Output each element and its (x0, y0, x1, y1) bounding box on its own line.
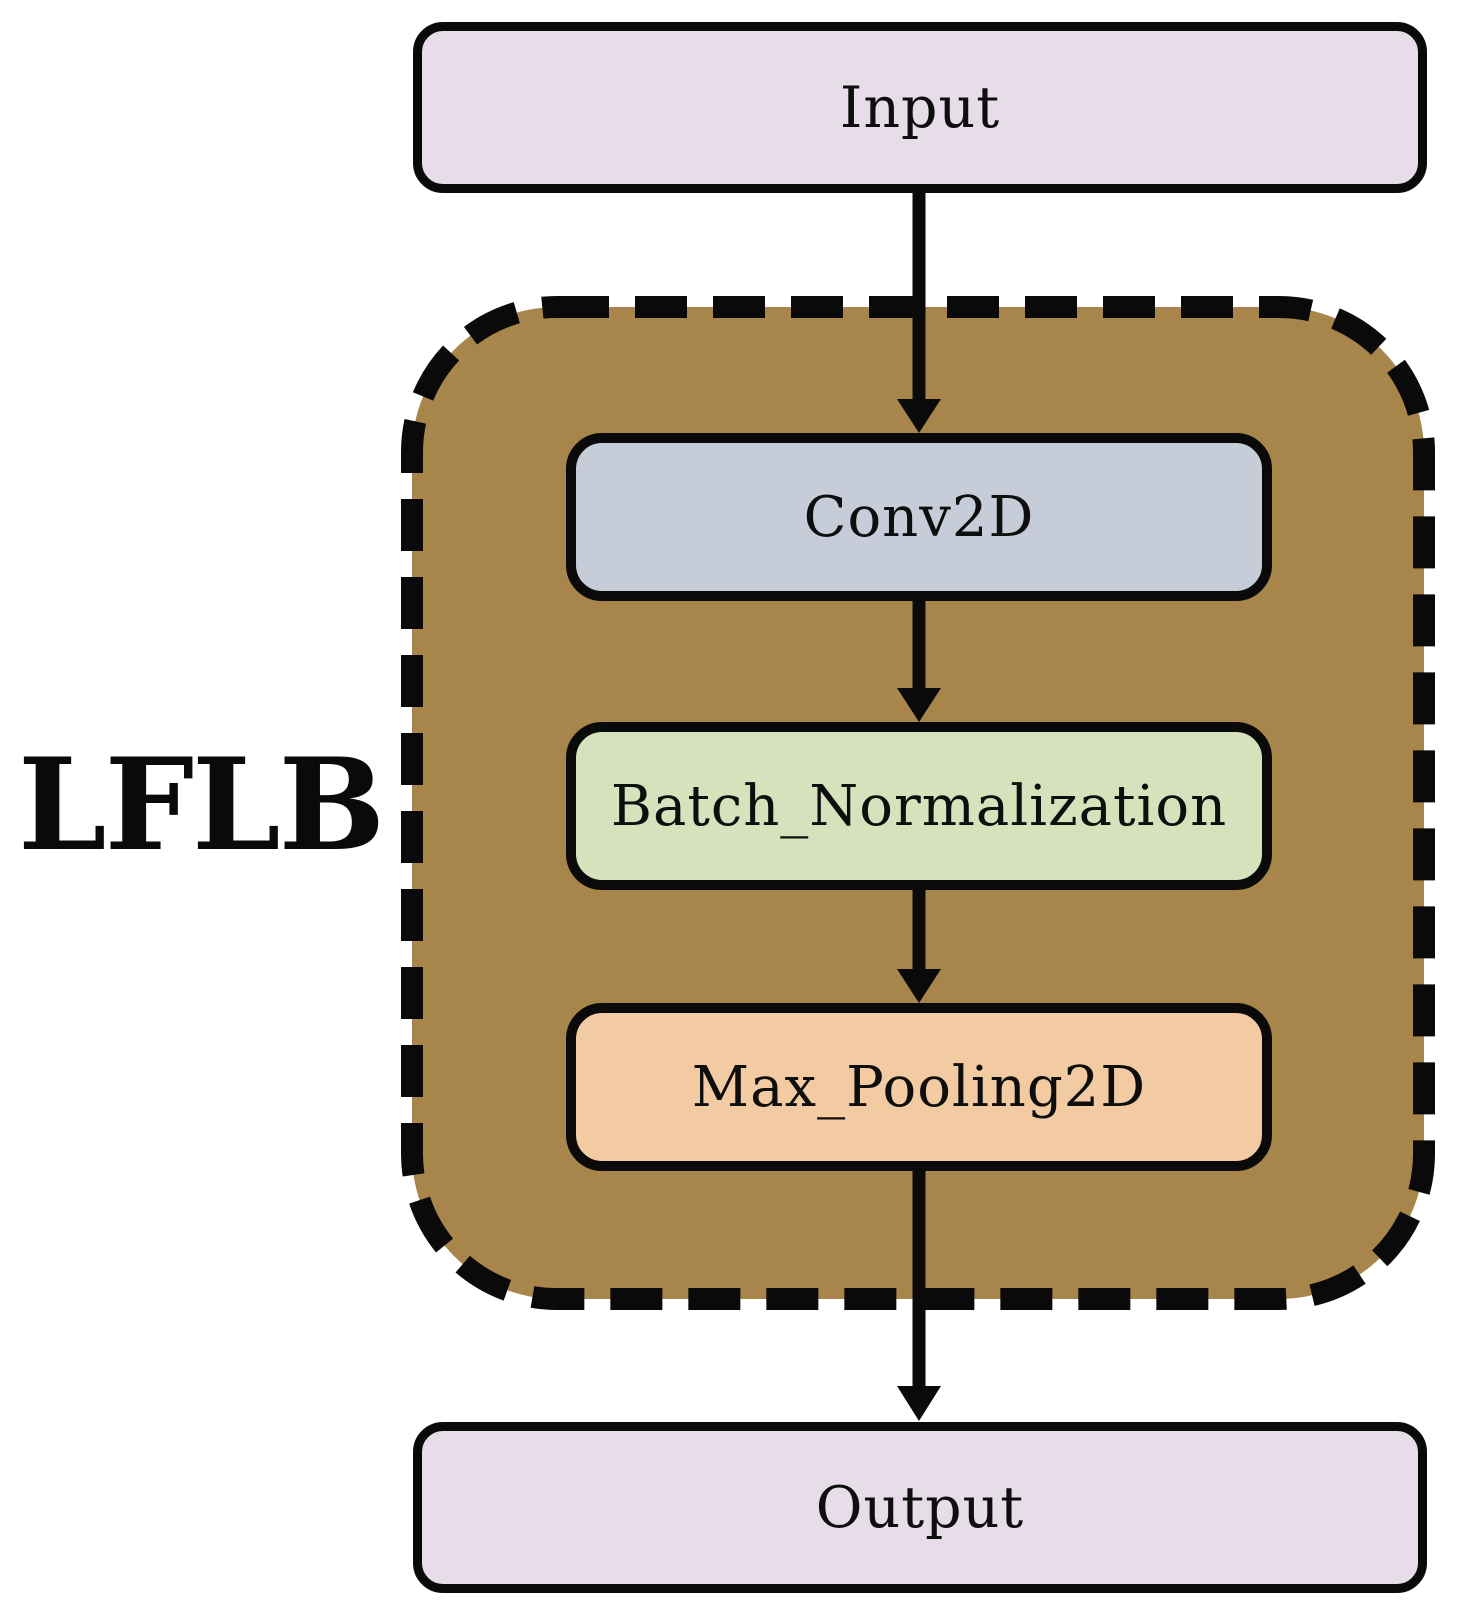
arrow-conv2d-to-batchnorm (897, 590, 941, 722)
node-batch-normalization: Batch_Normalization (566, 722, 1272, 890)
node-max-pooling2d: Max_Pooling2D (566, 1003, 1272, 1171)
arrow-batchnorm-to-maxpooling (897, 880, 941, 1003)
node-max-pooling2d-label: Max_Pooling2D (691, 1054, 1147, 1120)
node-output-label: Output (815, 1474, 1025, 1541)
node-input: Input (413, 22, 1427, 193)
lflb-block-label: LFLB (18, 731, 385, 879)
node-batch-normalization-label: Batch_Normalization (610, 773, 1228, 839)
arrow-input-to-conv2d (897, 188, 941, 433)
node-conv2d-label: Conv2D (803, 484, 1035, 550)
node-output: Output (413, 1422, 1427, 1593)
node-input-label: Input (839, 74, 1001, 141)
node-conv2d: Conv2D (566, 433, 1272, 601)
arrow-maxpooling-to-output (897, 1162, 941, 1421)
